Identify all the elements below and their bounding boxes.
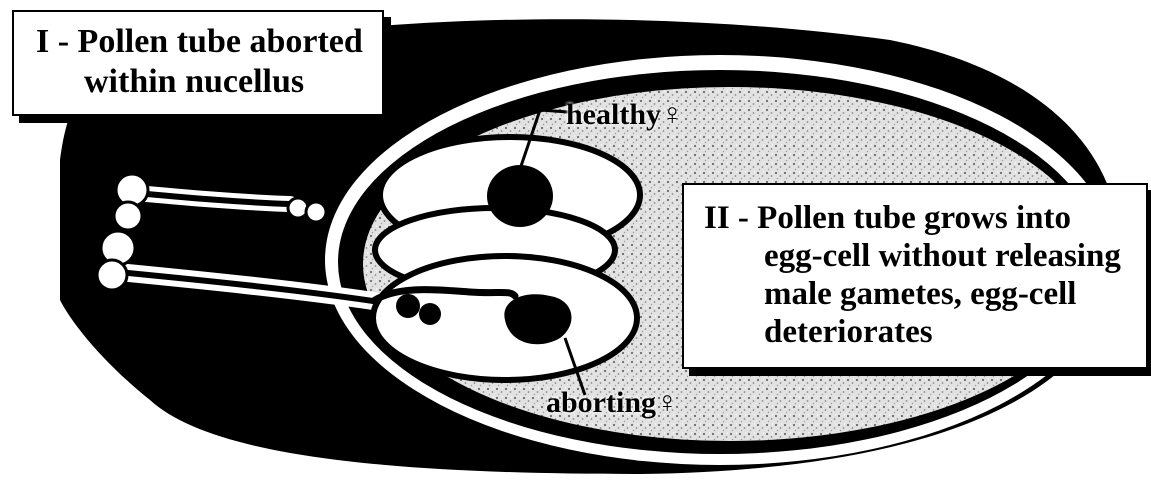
case-one-line-1: I - Pollen tube aborted (36, 22, 368, 62)
aborting-label: aborting♀ (546, 386, 679, 420)
case-two-line-2: egg-cell without releasing (704, 237, 1136, 275)
case-two-label: II - Pollen tube grows into egg-cell wit… (682, 183, 1148, 369)
trapped-gamete-two (419, 303, 441, 325)
healthy-label: healthy♀ (566, 98, 684, 132)
pollen-grain-lower-2 (97, 260, 127, 290)
case-one-label: I - Pollen tube aborted within nucellus (12, 10, 384, 116)
male-gamete-two (306, 202, 326, 222)
trapped-gamete-one (396, 294, 420, 318)
case-two-line-3: male gametes, egg-cell (704, 275, 1136, 313)
case-two-line-1: II - Pollen tube grows into (704, 199, 1136, 237)
healthy-nucleus (487, 165, 553, 227)
case-two-line-4: deteriorates (704, 313, 1136, 351)
case-one-line-2: within nucellus (36, 62, 368, 102)
pollen-grain-upper-2 (114, 202, 142, 230)
